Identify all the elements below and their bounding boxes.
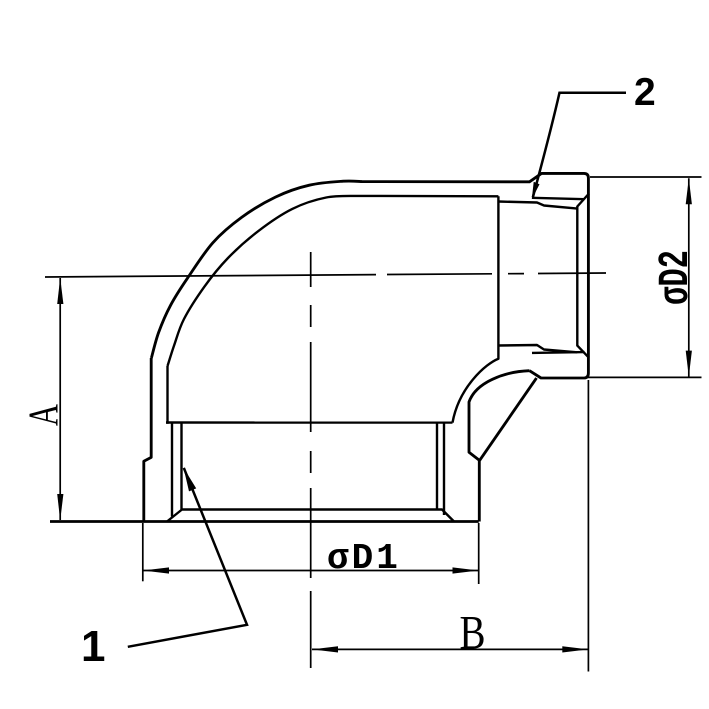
svg-text:B: B (460, 607, 486, 660)
svg-text:A: A (22, 404, 68, 426)
svg-text:2: 2 (634, 71, 656, 114)
svg-text:1: 1 (81, 622, 105, 671)
svg-text:σD1: σD1 (327, 538, 401, 579)
svg-text:σD2: σD2 (651, 250, 700, 305)
